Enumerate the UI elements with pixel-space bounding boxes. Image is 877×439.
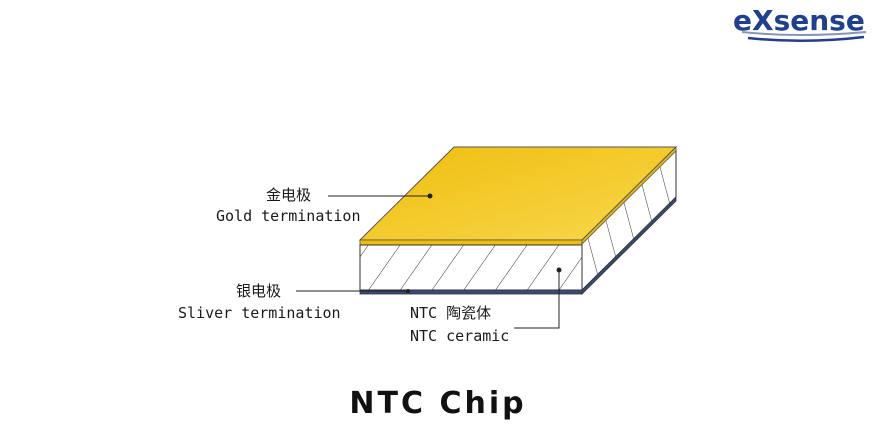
ceramic-callout: NTC 陶瓷体 NTC ceramic — [410, 267, 562, 345]
gold-label-cn: 金电极 — [266, 186, 311, 204]
silver-front-strip — [359, 289, 583, 295]
ceramic-front-hatch — [359, 244, 583, 291]
gold-label-en: Gold termination — [216, 207, 361, 225]
silver-leader-dot — [406, 289, 410, 293]
silver-label-en: Sliver termination — [178, 304, 341, 322]
silver-label-cn: 银电极 — [236, 282, 281, 300]
gold-front-strip — [359, 239, 583, 246]
logo-swoosh — [741, 31, 867, 36]
ceramic-leader-line — [514, 270, 560, 329]
diagram-title: NTC Chip — [349, 386, 526, 421]
logo-swoosh-lower — [747, 35, 865, 43]
silver-callout: 银电极 Sliver termination — [178, 282, 410, 322]
ceramic-label-cn: NTC 陶瓷体 — [410, 304, 491, 322]
ceramic-label-en: NTC ceramic — [410, 327, 509, 345]
gold-callout: 金电极 Gold termination — [216, 186, 433, 225]
logo-text: eXsense — [733, 4, 865, 37]
exsense-logo: eXsense — [733, 4, 867, 43]
gold-leader-dot — [427, 193, 433, 199]
